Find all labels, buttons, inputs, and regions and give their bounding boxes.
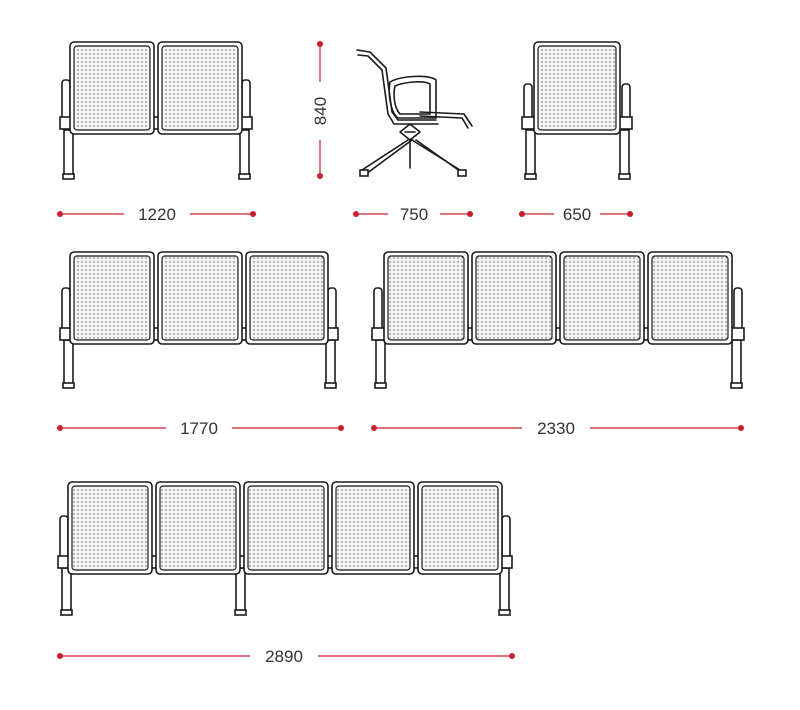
side-view-chair xyxy=(356,49,473,177)
width-label-2330: 2330 xyxy=(537,419,575,438)
width-dimension-1770: 1770 xyxy=(57,419,344,438)
dimension-lines: 840 1220 750 650 xyxy=(57,41,744,666)
height-label: 840 xyxy=(311,97,330,125)
two-seat-front-view xyxy=(59,41,253,180)
width-dimension-650: 650 xyxy=(519,205,633,224)
width-dimension-750: 750 xyxy=(353,205,473,224)
width-label-750: 750 xyxy=(400,205,428,224)
three-seat-front-view xyxy=(59,251,339,389)
width-label-1770: 1770 xyxy=(180,419,218,438)
height-dimension: 840 xyxy=(311,41,330,179)
width-dimension-1220: 1220 xyxy=(57,205,256,224)
four-seat-front-view xyxy=(371,251,745,389)
width-label-1220: 1220 xyxy=(138,205,176,224)
single-seat-front-view xyxy=(521,41,633,180)
width-dimension-2890: 2890 xyxy=(57,647,515,666)
width-label-2890: 2890 xyxy=(265,647,303,666)
width-label-650: 650 xyxy=(563,205,591,224)
five-seat-front-view xyxy=(57,481,513,616)
width-dimension-2330: 2330 xyxy=(371,419,744,438)
